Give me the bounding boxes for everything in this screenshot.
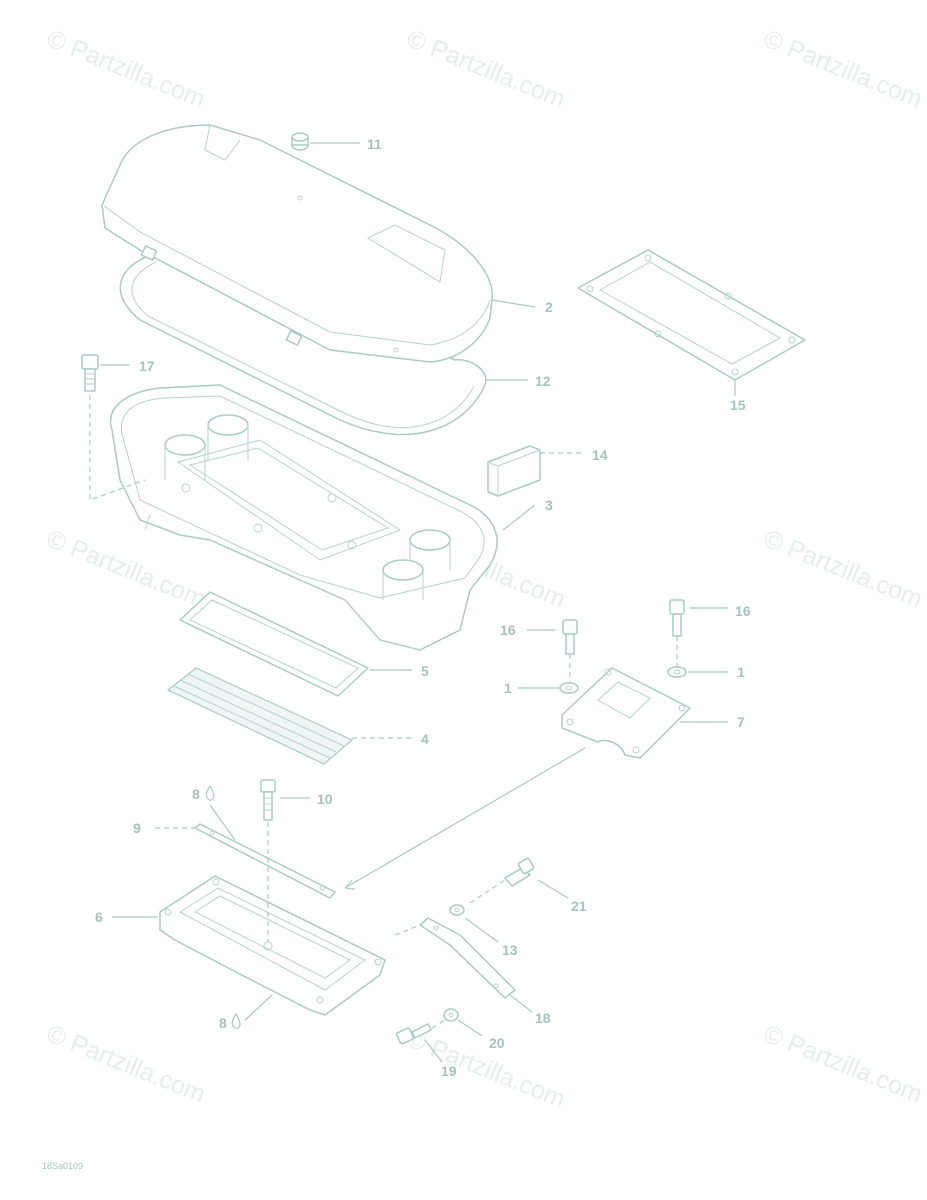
watermark: © Partzilla.com <box>43 1020 210 1109</box>
watermark: © Partzilla.com <box>43 25 210 114</box>
part-screw-16-left <box>562 619 578 655</box>
callout-12: 12 <box>535 373 551 389</box>
callout-8-bottom: 8 <box>219 1015 227 1031</box>
part-top-cover-2 <box>101 124 493 363</box>
callout-1-left: 1 <box>504 680 512 696</box>
callout-14: 14 <box>592 447 608 463</box>
callout-20: 20 <box>489 1035 505 1051</box>
part-washer-20 <box>443 1008 459 1022</box>
part-bolt-10 <box>260 779 276 821</box>
callout-5: 5 <box>421 663 429 679</box>
leader-lines <box>89 142 736 1063</box>
callout-4: 4 <box>421 731 429 747</box>
part-screw-19 <box>396 1023 432 1045</box>
watermark: © Partzilla.com <box>403 1025 570 1114</box>
callout-16-right: 16 <box>735 603 751 619</box>
callout-9: 9 <box>133 820 141 836</box>
watermark: © Partzilla.com <box>403 25 570 114</box>
callout-15: 15 <box>730 397 746 413</box>
callout-labels: 11 2 12 15 17 14 3 5 4 16 16 1 1 7 8 10 … <box>95 136 751 1079</box>
callout-10: 10 <box>317 791 333 807</box>
part-filter-4 <box>166 667 354 765</box>
callout-2: 2 <box>545 299 553 315</box>
drop-icon <box>205 784 215 801</box>
callout-6: 6 <box>95 909 103 925</box>
part-washer-13 <box>449 904 465 916</box>
drawing-code: 18Sa0109 <box>42 1161 83 1171</box>
part-grommet-11 <box>291 132 309 151</box>
drop-icon <box>231 1012 241 1029</box>
callout-13: 13 <box>502 942 518 958</box>
part-gasket-plate-15 <box>577 249 806 381</box>
watermark: © Partzilla.com <box>760 25 927 114</box>
callout-8-top: 8 <box>192 786 200 802</box>
callout-7: 7 <box>737 714 745 730</box>
part-washer-1-left <box>559 682 579 694</box>
part-screw-16-right <box>669 599 685 637</box>
callout-17: 17 <box>139 358 155 374</box>
callout-18: 18 <box>535 1010 551 1026</box>
watermark: © Partzilla.com <box>760 1020 927 1109</box>
part-clip-14 <box>487 445 541 497</box>
callout-1-right: 1 <box>737 664 745 680</box>
part-screw-21 <box>504 857 535 887</box>
part-housing-3 <box>109 384 498 651</box>
part-bracket-18 <box>419 917 516 999</box>
watermark: © Partzilla.com <box>760 525 927 614</box>
watermark: © Partzilla.com <box>43 525 210 614</box>
callout-11: 11 <box>367 136 382 152</box>
callout-19: 19 <box>441 1063 457 1079</box>
callout-3: 3 <box>545 497 553 513</box>
part-bracket-7 <box>561 667 691 759</box>
part-strip-9 <box>194 823 336 899</box>
part-washer-1-right <box>667 666 687 678</box>
part-screw-17 <box>81 354 99 392</box>
callout-21: 21 <box>571 898 587 914</box>
callout-16-left: 16 <box>500 622 516 638</box>
part-frame-6 <box>159 875 386 1016</box>
part-seal-5 <box>179 591 369 697</box>
